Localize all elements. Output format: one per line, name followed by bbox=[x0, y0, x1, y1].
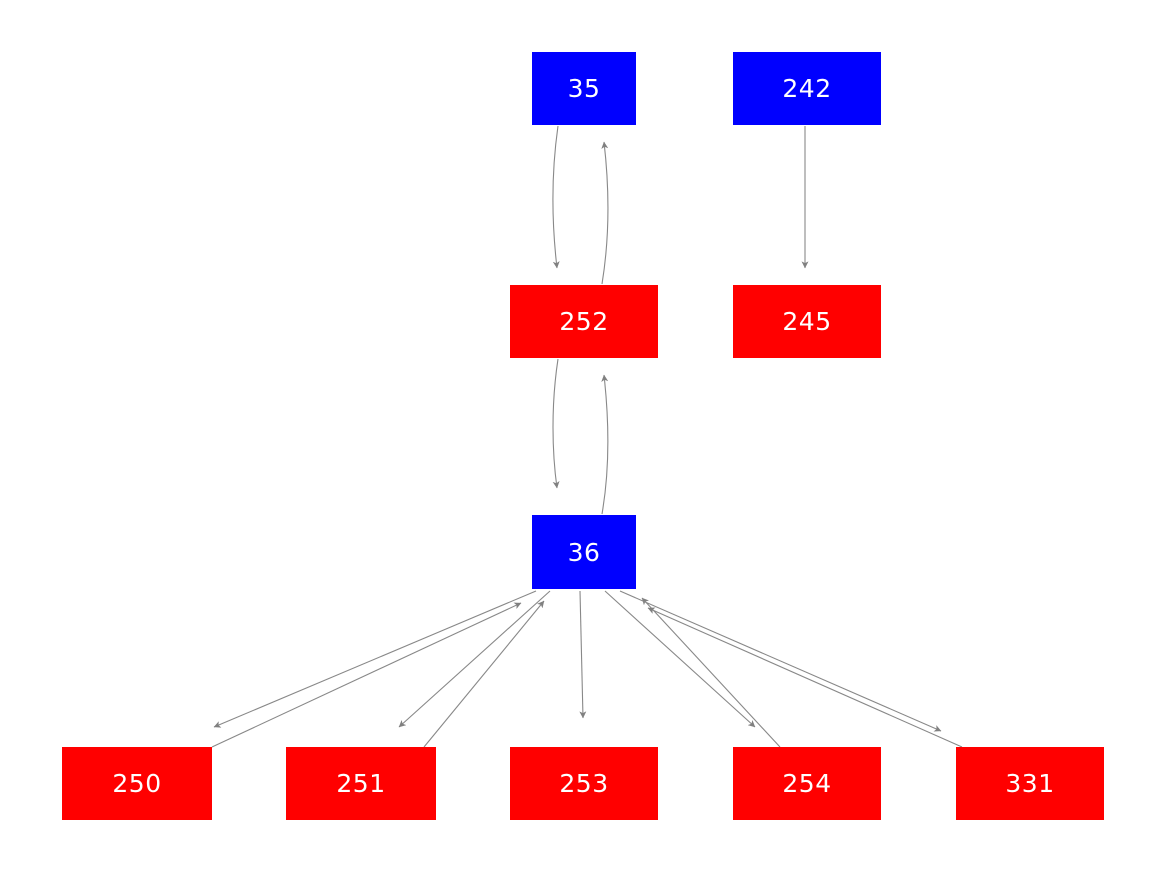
graph-node-label: 242 bbox=[782, 74, 832, 103]
graph-node-242[interactable]: 242 bbox=[733, 52, 881, 125]
graph-node-label: 254 bbox=[782, 769, 832, 798]
graph-node-253[interactable]: 253 bbox=[510, 747, 658, 820]
graph-node-36[interactable]: 36 bbox=[532, 515, 636, 589]
graph-edge-36-to-331 bbox=[619, 590, 942, 732]
graph-edge-252-to-35 bbox=[601, 141, 609, 285]
graph-node-35[interactable]: 35 bbox=[532, 52, 636, 125]
graph-node-label: 331 bbox=[1005, 769, 1055, 798]
graph-edge-252-to-36 bbox=[552, 358, 560, 489]
graph-edge-35-to-252 bbox=[552, 125, 560, 269]
graph-edge-36-to-251 bbox=[398, 590, 551, 728]
graph-edge-36-to-253 bbox=[579, 590, 587, 719]
graph-node-251[interactable]: 251 bbox=[286, 747, 436, 820]
graph-edge-251-to-36 bbox=[423, 600, 545, 748]
graph-edge-36-to-252 bbox=[601, 374, 609, 515]
graph-edge-254-to-36 bbox=[641, 597, 781, 748]
graph-edge-36-to-250 bbox=[213, 590, 537, 728]
graph-node-label: 245 bbox=[782, 307, 832, 336]
graph-edge-250-to-36 bbox=[211, 602, 522, 748]
graph-node-252[interactable]: 252 bbox=[510, 285, 658, 358]
graph-node-245[interactable]: 245 bbox=[733, 285, 881, 358]
graph-node-label: 36 bbox=[567, 537, 601, 567]
graph-node-label: 250 bbox=[112, 769, 162, 798]
graph-node-331[interactable]: 331 bbox=[956, 747, 1104, 820]
graph-node-label: 253 bbox=[559, 769, 609, 798]
graph-edge-331-to-36 bbox=[647, 607, 963, 748]
graph-node-254[interactable]: 254 bbox=[733, 747, 881, 820]
graph-edge-36-to-254 bbox=[604, 590, 756, 728]
graph-node-label: 251 bbox=[336, 769, 386, 798]
graph-node-250[interactable]: 250 bbox=[62, 747, 212, 820]
graph-node-label: 252 bbox=[559, 307, 609, 336]
graph-node-label: 35 bbox=[567, 74, 601, 103]
